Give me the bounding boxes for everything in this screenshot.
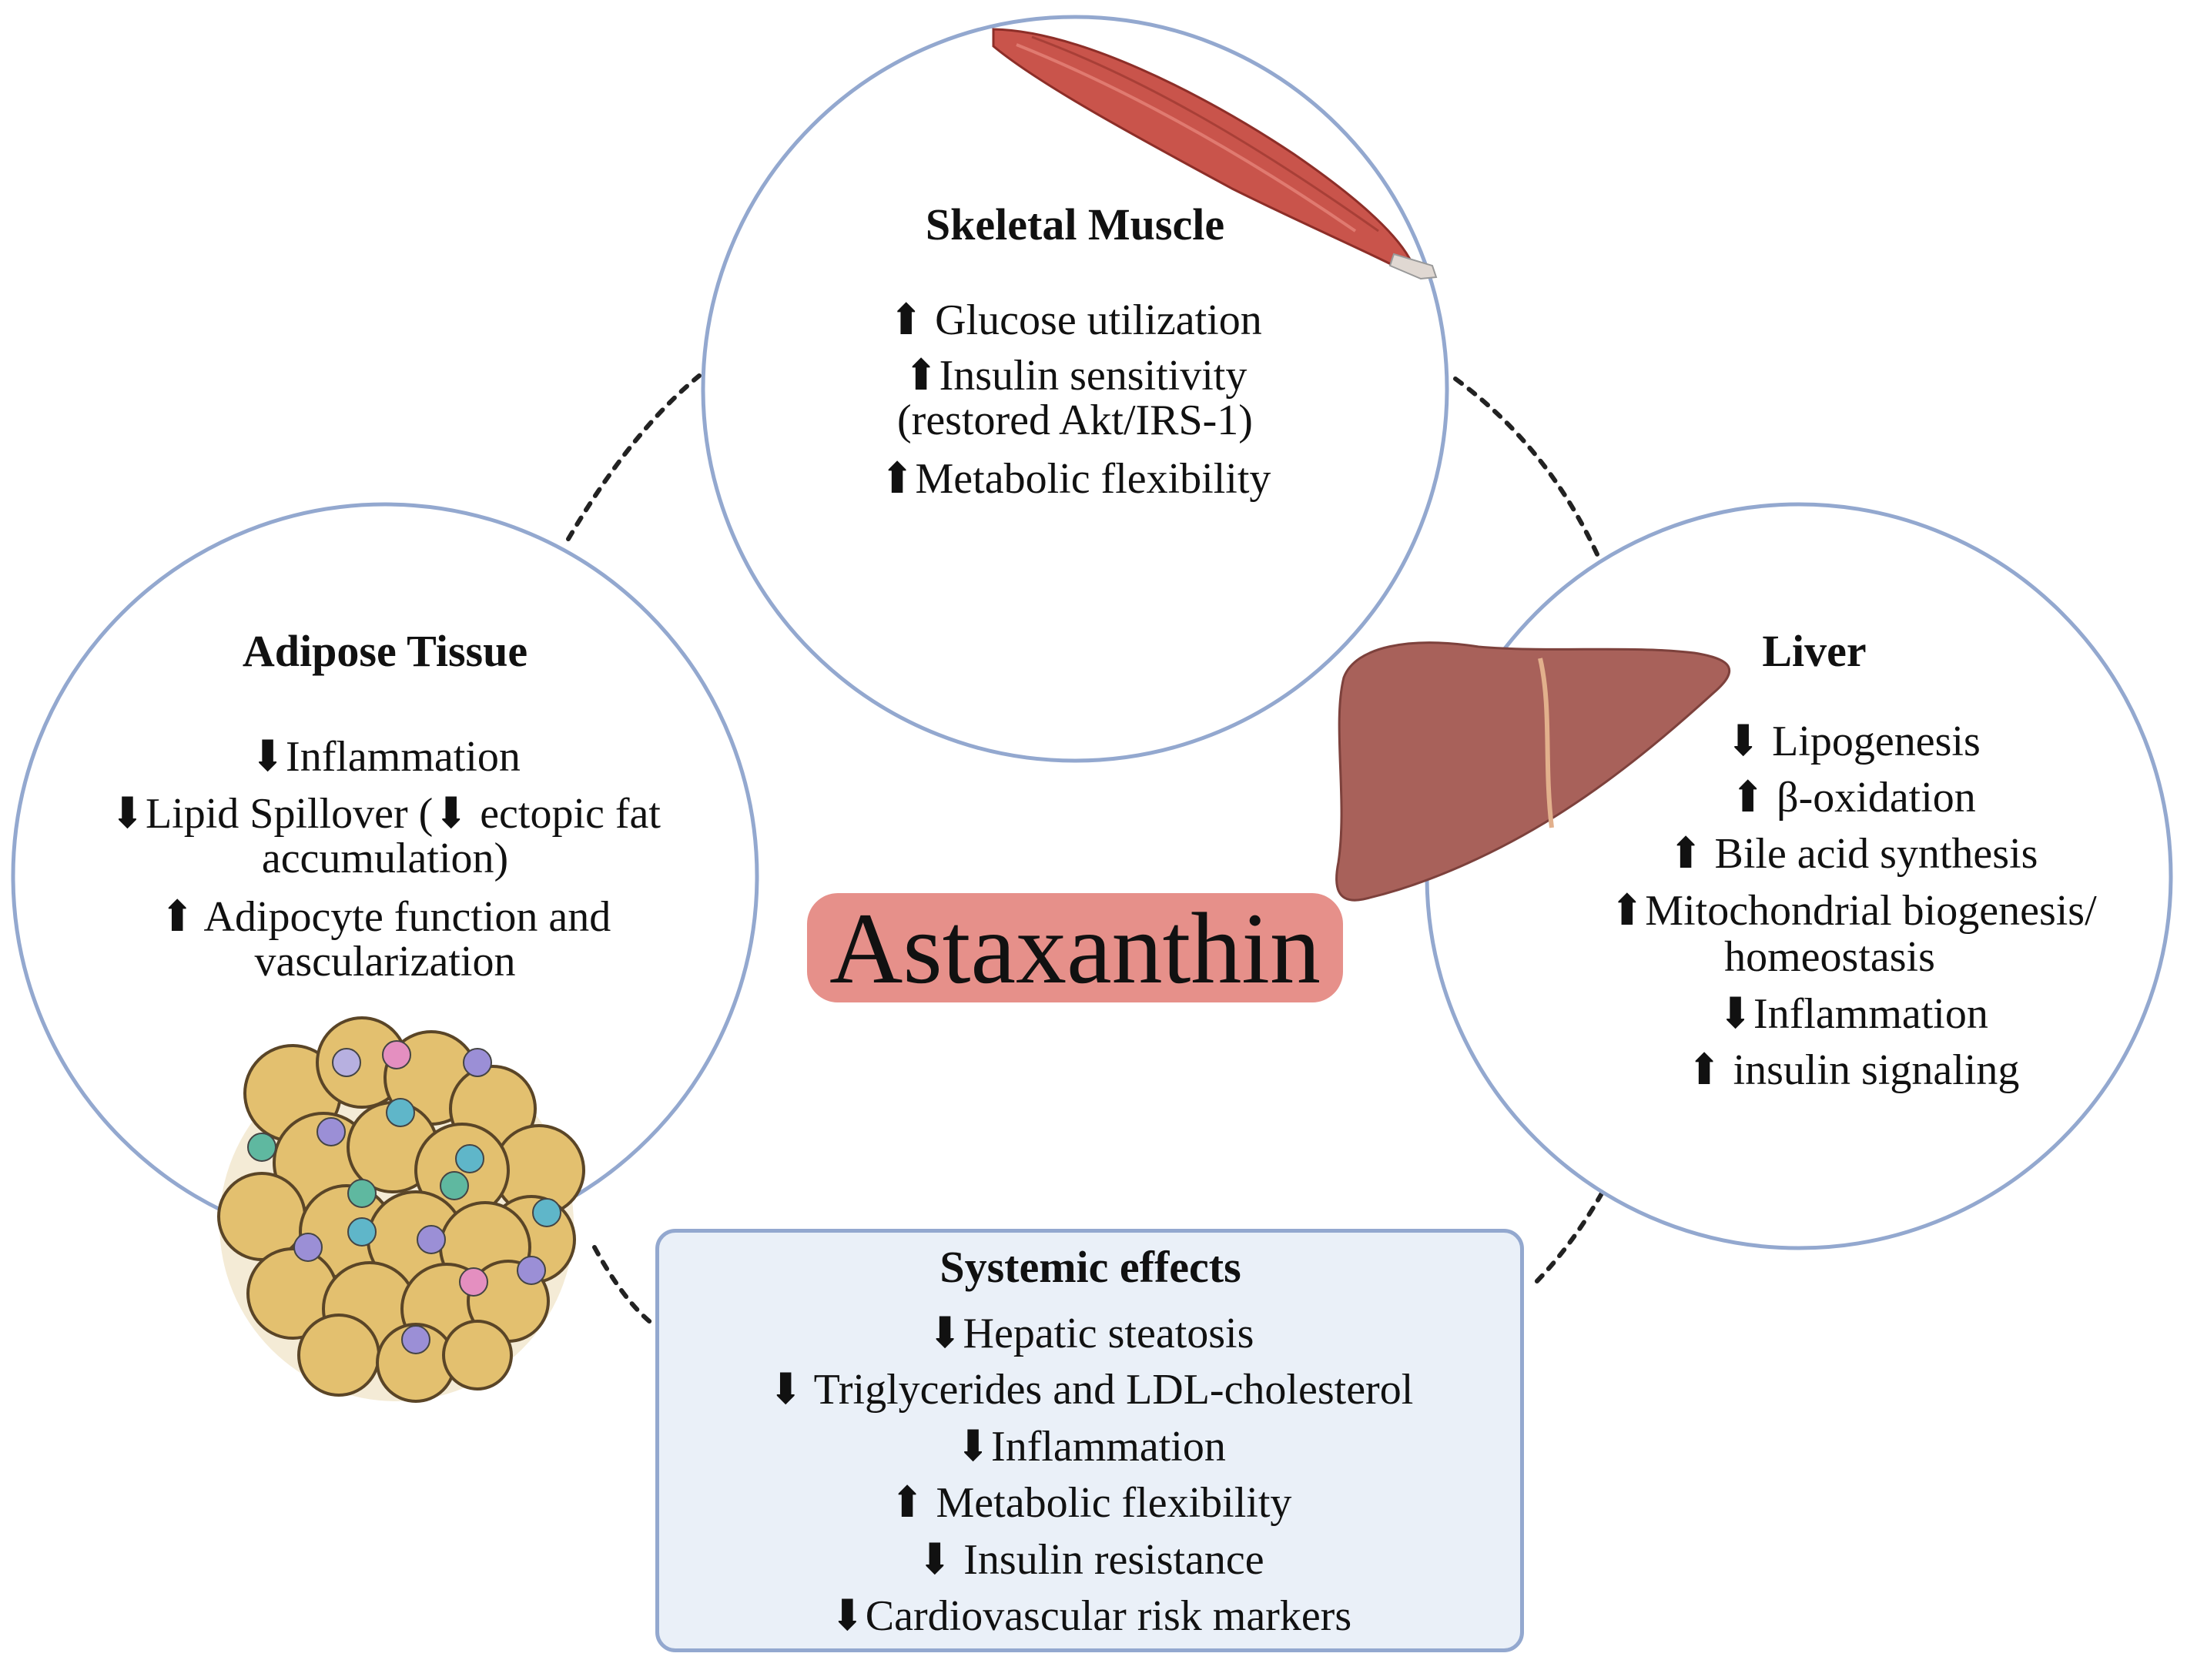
adipose-tissue-item: accumulation) — [261, 835, 509, 882]
immune-cell — [386, 1098, 415, 1127]
adipose-tissue-icon — [217, 1016, 585, 1403]
muscle-icon — [992, 28, 1438, 280]
immune-cell — [247, 1133, 276, 1162]
liver-item: ⬆Mitochondrial biogenesis/ — [1609, 887, 2097, 935]
liver-item: ⬆ β-oxidation — [1730, 774, 1976, 822]
connector-muscle-liver — [1453, 376, 1600, 558]
immune-cell — [382, 1040, 411, 1069]
liver-item: ⬆ insulin signaling — [1686, 1046, 2020, 1094]
immune-cell — [517, 1256, 546, 1285]
connector-adipose-muscle — [566, 373, 702, 541]
systemic-effects-item: ⬇Inflammation — [955, 1423, 1226, 1471]
adipose-tissue-item: vascularization — [254, 938, 516, 986]
immune-cell — [532, 1198, 561, 1227]
immune-cell — [401, 1325, 430, 1354]
astaxanthin-label: Astaxanthin — [807, 892, 1343, 1005]
liver-item: ⬇Inflammation — [1717, 990, 1988, 1038]
skeletal-muscle-item: ⬆Metabolic flexibility — [879, 455, 1271, 503]
skeletal-muscle-item: ⬆Insulin sensitivity — [903, 352, 1248, 400]
liver-item: ⬆ Bile acid synthesis — [1667, 830, 2038, 878]
systemic-effects-item: ⬇Hepatic steatosis — [926, 1310, 1254, 1357]
liver-title: Liver — [1762, 626, 1867, 676]
immune-cell — [332, 1048, 361, 1077]
adipose-tissue-item: ⬆ Adipocyte function and — [159, 893, 611, 941]
systemic-effects-item: ⬇ Insulin resistance — [916, 1536, 1264, 1584]
liver-item: homeostasis — [1724, 933, 1935, 981]
connector-lines — [566, 373, 1604, 1327]
liver-icon — [1335, 641, 1731, 902]
immune-cell — [293, 1233, 323, 1262]
liver-item: ⬇ Lipogenesis — [1725, 718, 1981, 765]
immune-cell — [440, 1171, 469, 1200]
systemic-effects-item: ⬇ Triglycerides and LDL-cholesterol — [767, 1366, 1414, 1414]
skeletal-muscle-item: (restored Akt/IRS-1) — [897, 397, 1253, 444]
fat-cell — [442, 1320, 513, 1391]
immune-cell — [455, 1144, 484, 1173]
connector-adipose-systemic — [592, 1245, 655, 1327]
adipose-tissue-item: ⬇Inflammation — [250, 733, 521, 781]
skeletal-muscle-title: Skeletal Muscle — [925, 199, 1225, 249]
immune-cell — [459, 1267, 488, 1297]
fat-cell — [217, 1172, 306, 1261]
immune-cell — [463, 1048, 492, 1077]
immune-cell — [347, 1179, 377, 1208]
systemic-effects-item: ⬇Cardiovascular risk markers — [829, 1592, 1352, 1640]
immune-cell — [417, 1225, 446, 1254]
adipose-tissue-title: Adipose Tissue — [242, 626, 528, 676]
fat-cell — [297, 1314, 380, 1397]
systemic-effects-box — [655, 1229, 1524, 1652]
connector-liver-systemic — [1530, 1191, 1604, 1288]
systemic-effects-item: ⬆ Metabolic flexibility — [889, 1479, 1292, 1527]
skeletal-muscle-item: ⬆ Glucose utilization — [888, 296, 1262, 344]
immune-cell — [316, 1117, 346, 1146]
adipose-tissue-item: ⬇Lipid Spillover (⬇ ectopic fat — [109, 790, 661, 838]
immune-cell — [347, 1217, 377, 1247]
systemic-effects-title: Systemic effects — [939, 1242, 1241, 1292]
